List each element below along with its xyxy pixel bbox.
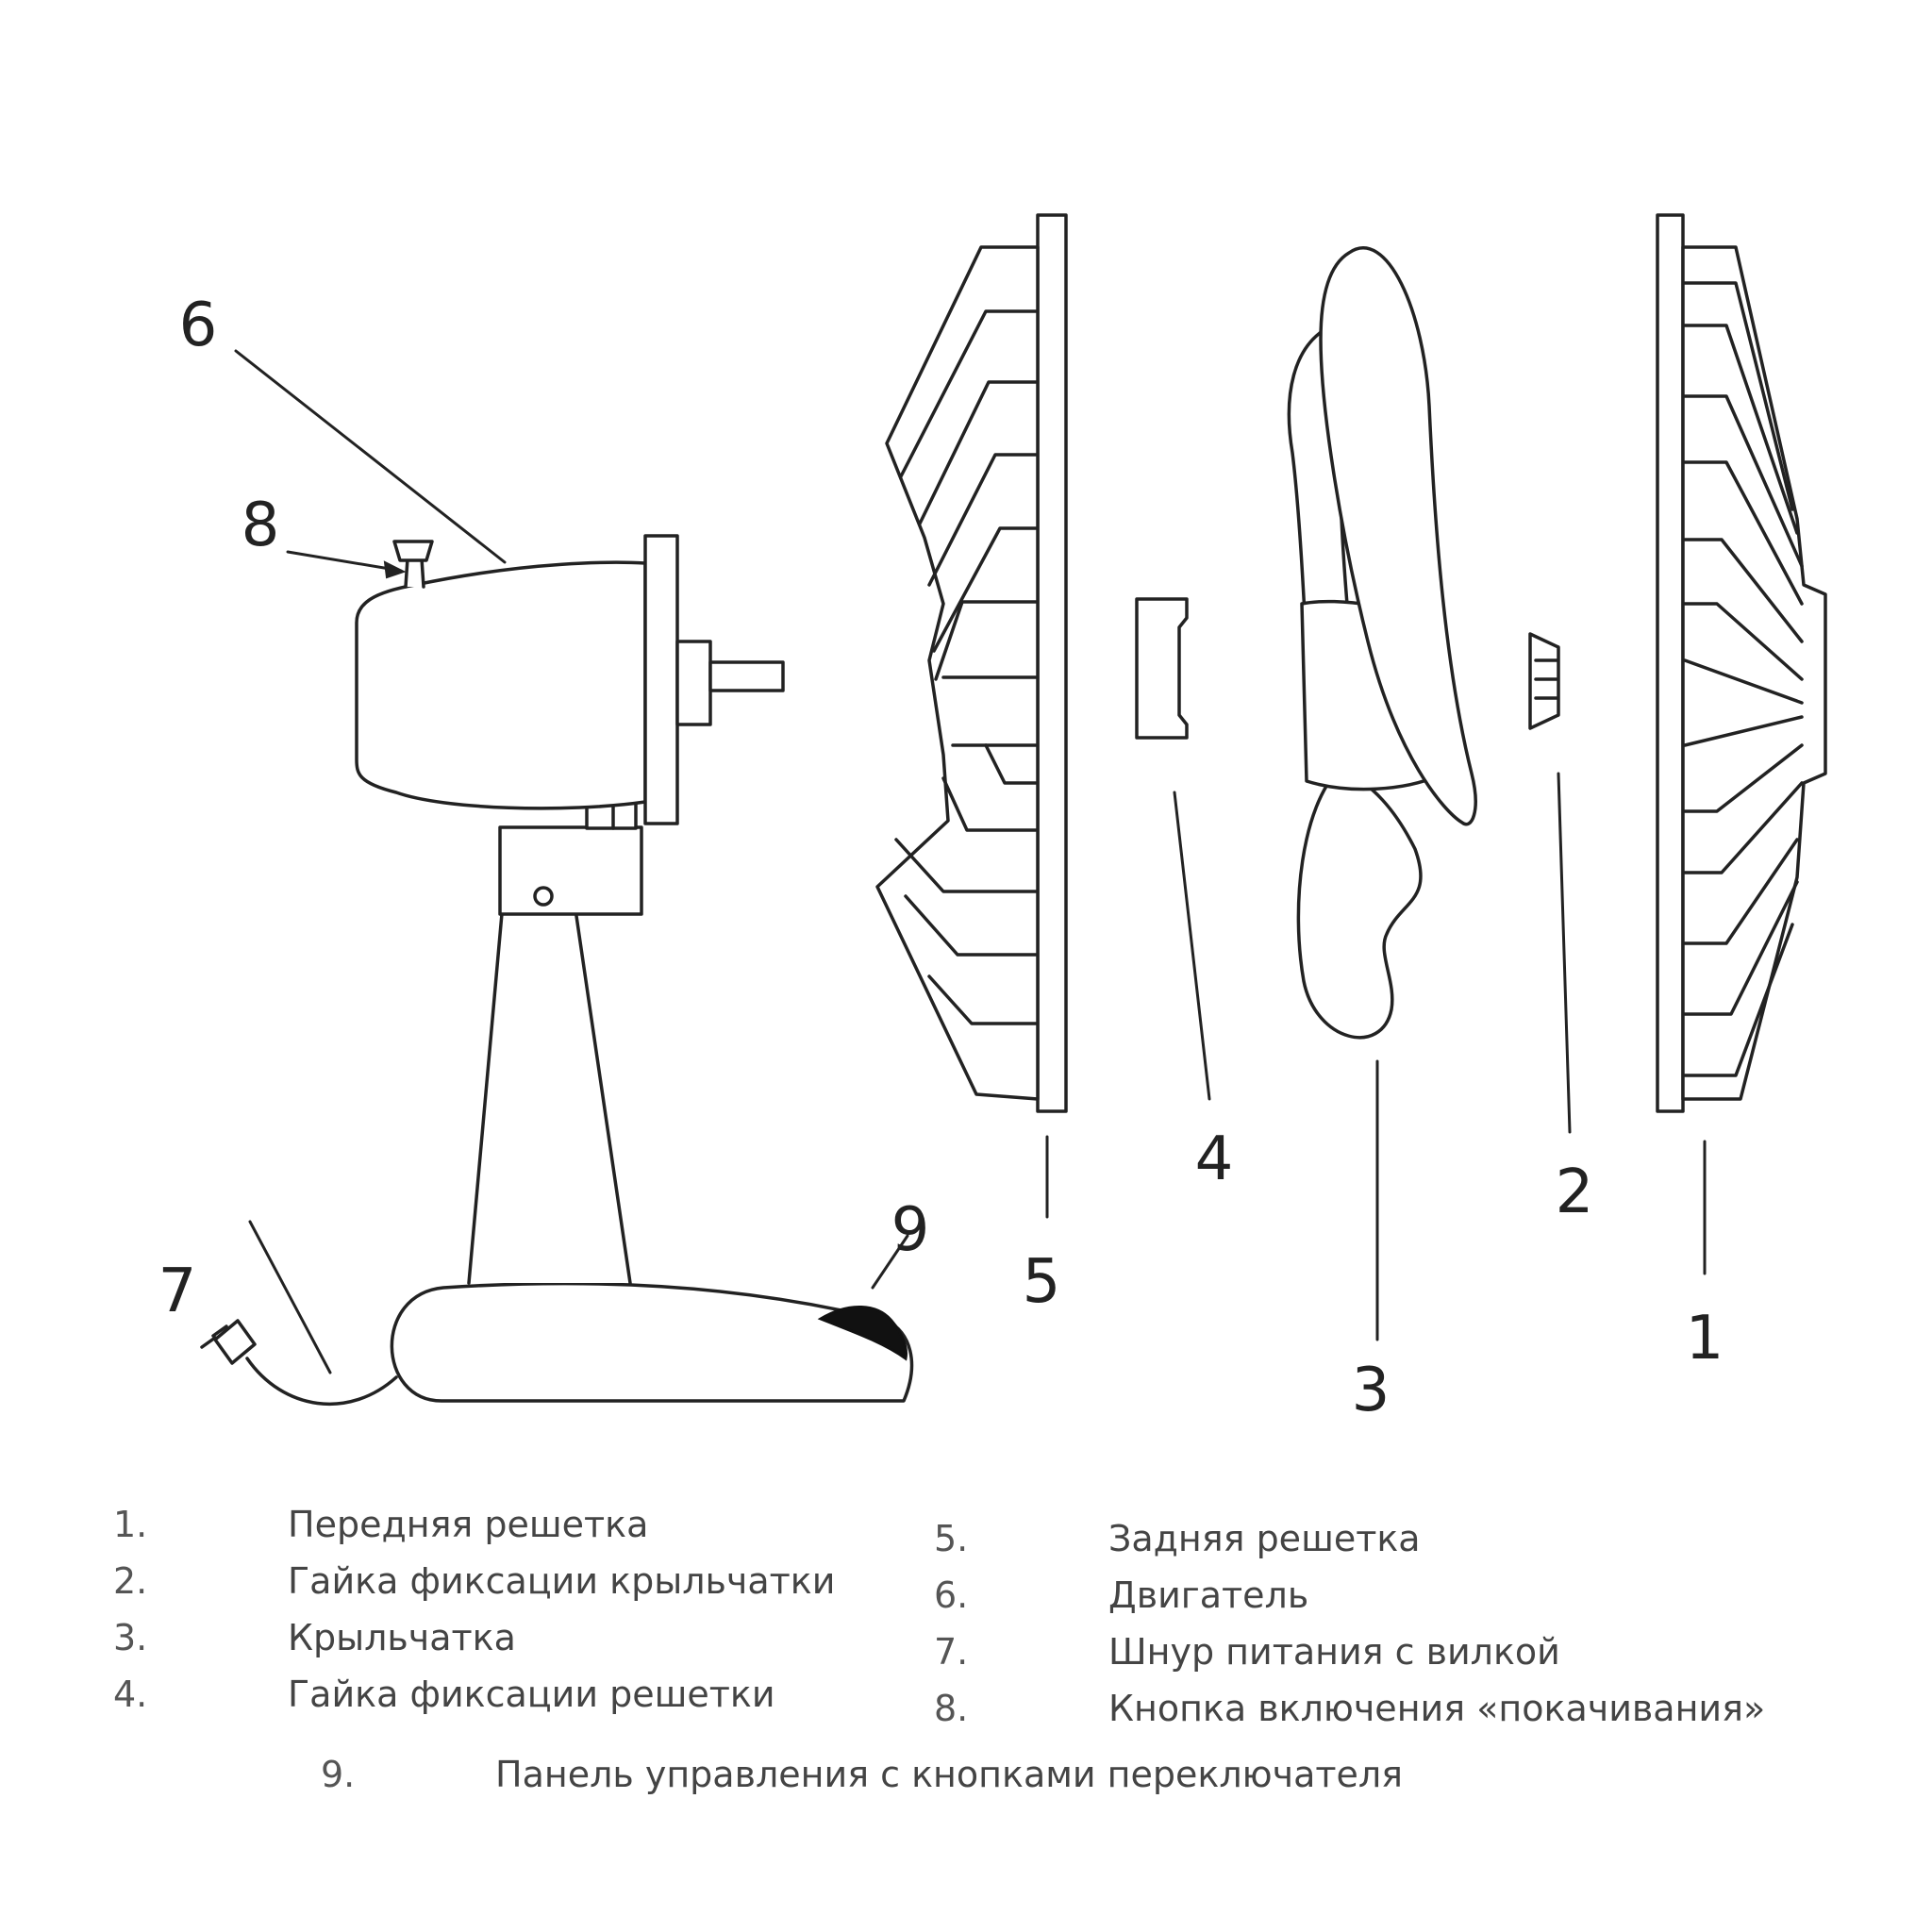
fan-stand — [467, 858, 632, 1285]
callout-5: 5 — [1023, 1247, 1061, 1317]
legend-number: 5. — [934, 1518, 969, 1559]
legend-item-8: 8. Кнопка включения «покачивания» — [934, 1684, 1896, 1733]
callout-9: 9 — [891, 1195, 930, 1265]
leader-lines — [234, 349, 1707, 1374]
callout-4: 4 — [1195, 1124, 1234, 1194]
power-cord — [200, 1319, 398, 1406]
legend-label: Двигатель — [1108, 1574, 1309, 1616]
legend-number: 9. — [321, 1754, 356, 1795]
legend-item-3: 3. Крыльчатка — [113, 1613, 868, 1662]
impeller-nut — [1528, 632, 1560, 730]
impeller — [1287, 246, 1477, 1040]
legend-item-1: 1. Передняя решетка — [113, 1500, 868, 1549]
legend-item-6: 6. Двигатель — [934, 1571, 1896, 1620]
legend-number: 8. — [934, 1688, 969, 1729]
legend-number: 2. — [113, 1560, 148, 1602]
control-panel[interactable] — [817, 1306, 908, 1361]
legend-label: Шнур питания с вилкой — [1108, 1631, 1560, 1673]
callout-1: 1 — [1686, 1304, 1724, 1374]
legend-item-5: 5. Задняя решетка — [934, 1514, 1896, 1563]
legend-label: Панель управления с кнопками переключате… — [495, 1754, 1404, 1795]
callout-2: 2 — [1556, 1158, 1594, 1227]
legend-number: 7. — [934, 1631, 969, 1673]
fan-body — [200, 534, 914, 1406]
callout-7: 7 — [158, 1257, 197, 1326]
motor — [355, 560, 647, 810]
callout-6: 6 — [179, 291, 218, 360]
legend-item-9: 9. Панель управления с кнопками переключ… — [321, 1750, 1547, 1799]
fan-base — [390, 1281, 914, 1403]
legend-label: Крыльчатка — [288, 1617, 516, 1658]
legend-item-7: 7. Шнур питания с вилкой — [934, 1627, 1896, 1676]
legend-item-4: 4. Гайка фиксации решетки — [113, 1670, 868, 1719]
legend-label: Гайка фиксации крыльчатки — [288, 1560, 836, 1602]
legend-label: Передняя решетка — [288, 1504, 649, 1545]
fan-exploded-diagram: 6 8 7 9 5 4 3 2 1 — [158, 213, 1827, 1425]
legend-label: Кнопка включения «покачивания» — [1108, 1688, 1766, 1729]
legend-number: 4. — [113, 1674, 148, 1715]
legend-number: 3. — [113, 1617, 148, 1658]
oscillation-button[interactable] — [392, 540, 434, 589]
legend-number: 1. — [113, 1504, 148, 1545]
rear-grille — [875, 213, 1068, 1113]
front-grille — [1656, 213, 1827, 1113]
callout-8: 8 — [242, 491, 280, 560]
legend-number: 6. — [934, 1574, 969, 1616]
grille-nut — [1135, 597, 1189, 740]
legend-item-2: 2. Гайка фиксации крыльчатки — [113, 1557, 868, 1606]
callout-3: 3 — [1352, 1356, 1391, 1425]
legend-label: Задняя решетка — [1108, 1518, 1421, 1559]
legend-label: Гайка фиксации решетки — [288, 1674, 775, 1715]
